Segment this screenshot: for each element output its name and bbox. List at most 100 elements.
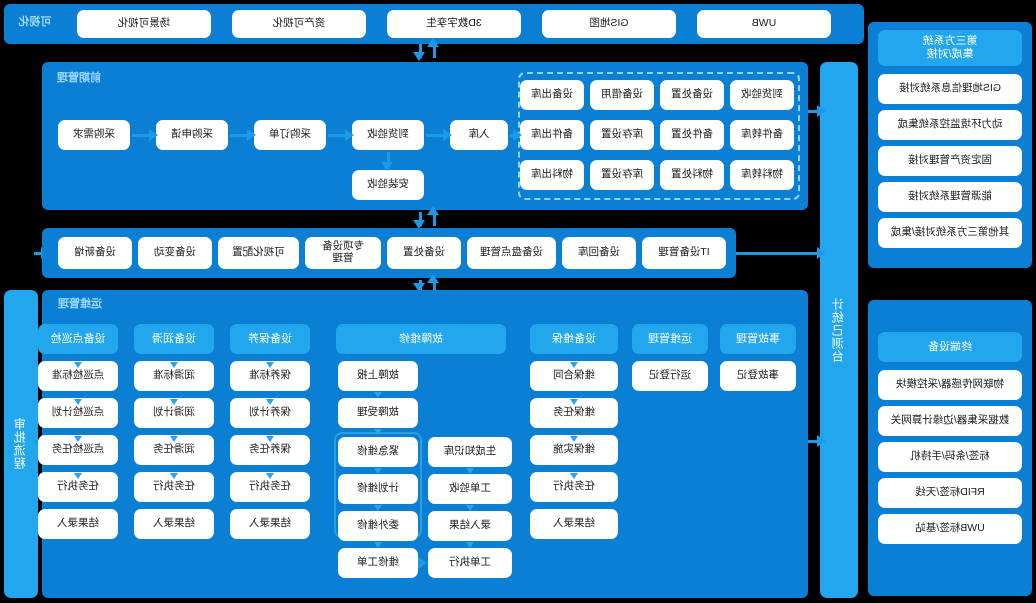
procurement-label: 前期管理: [57, 72, 101, 84]
device-item-5[interactable]: 设备盘点管理: [467, 237, 556, 269]
terminal-item-1[interactable]: 数据采集器/边缘计算网关: [878, 406, 1022, 436]
device-item-1[interactable]: 设备变动: [138, 237, 212, 269]
connector-inspection-1: [74, 362, 82, 368]
visualization-item-3[interactable]: GIS地图: [542, 10, 676, 38]
procurement-flow-0[interactable]: 采购需求: [58, 120, 130, 150]
ops-upkeep-item-4[interactable]: 结果录入: [230, 509, 310, 539]
ops-maintenance-item-4[interactable]: 结果录入: [530, 509, 618, 539]
ops-column-lubrication: 设备润滑 润滑标准 润滑计划 润滑任务 任务执行 结果录入: [134, 324, 214, 539]
terminal-item-2[interactable]: 标签/条码/手持机: [878, 442, 1022, 472]
flow-head-3: [345, 129, 354, 141]
ops-fault-left-1[interactable]: 工单验收: [428, 474, 512, 504]
device-item-4[interactable]: 设备处置: [387, 237, 461, 269]
connector-maintenance-1: [570, 362, 578, 368]
flow-head-5: [513, 129, 522, 141]
connector-upkeep-4: [266, 473, 274, 479]
terminal-item-3[interactable]: RFID标签/天线: [878, 478, 1022, 508]
third-party-item-0[interactable]: GIS地理信息系统对接: [878, 74, 1022, 104]
ops-group-fault: 故障维修: [336, 324, 506, 354]
inventory-cell-0-1[interactable]: 设备处置: [660, 80, 724, 110]
procurement-flow-1[interactable]: 采购申请: [156, 120, 228, 150]
third-party-item-1[interactable]: 动力环境监控系统集成: [878, 110, 1022, 140]
visualization-label: 可视化: [18, 16, 52, 28]
inventory-cell-2-3[interactable]: 物料出库: [520, 160, 584, 190]
terminal-item-4[interactable]: UWB标签/基站: [878, 514, 1022, 544]
terminal-header: 终端设备: [878, 332, 1022, 362]
connector-upkeep-1: [266, 362, 274, 368]
ops-fault-left-2[interactable]: 录入结果: [428, 511, 512, 541]
inventory-cell-0-3[interactable]: 设备出库: [520, 80, 584, 110]
inventory-cell-1-2[interactable]: 库存设置: [590, 120, 654, 150]
visualization-item-0[interactable]: 场景可视化: [77, 10, 211, 38]
ops-inspection-item-4[interactable]: 结果录入: [38, 509, 118, 539]
connector-lubrication-4: [170, 473, 178, 479]
device-item-2[interactable]: 可视化配置: [218, 237, 299, 269]
procurement-flow-2[interactable]: 采购订单: [254, 120, 326, 150]
inventory-cell-1-3[interactable]: 备件出库: [520, 120, 584, 150]
device-item-6[interactable]: 设备回库: [562, 237, 636, 269]
flow-head-2: [247, 129, 256, 141]
connector-fault-4: [374, 505, 382, 511]
arrow-line-devbar: [734, 252, 820, 255]
terminal-item-0[interactable]: 物联网传感器/采控模块: [878, 370, 1022, 400]
connector-inspection-3: [74, 436, 82, 442]
device-item-3[interactable]: 专项设备管理: [305, 237, 381, 269]
ops-fault-right-4[interactable]: 委外维修: [338, 511, 418, 541]
third-party-item-2[interactable]: 固定资产管理对接: [878, 146, 1022, 176]
connector-fault-left-1: [466, 468, 474, 474]
ops-lubrication-item-4[interactable]: 结果录入: [134, 509, 214, 539]
ops-column-upkeep: 设备保养 保养标准 保养计划 保养任务 任务执行 结果录入: [230, 324, 310, 539]
connector-inspection-4: [74, 473, 82, 479]
inventory-cell-1-1[interactable]: 备件处置: [660, 120, 724, 150]
inventory-cell-2-2[interactable]: 库存设置: [590, 160, 654, 190]
ops-fault-right-1[interactable]: 故障受理: [338, 398, 418, 428]
procurement-flow-3[interactable]: 到货验收: [352, 120, 424, 150]
third-party-header: 第三方系统 集成/对接: [878, 30, 1022, 66]
procurement-flow-4[interactable]: 入库: [450, 120, 508, 150]
arrow-head-up: [427, 38, 439, 47]
procurement-branch[interactable]: 安装验收: [352, 170, 424, 200]
third-party-item-4[interactable]: 其他第三方系统对接/集成: [878, 218, 1022, 248]
visualization-item-2[interactable]: 3D数字孪生: [387, 10, 521, 38]
ops-fault-left-3[interactable]: 工单执行: [428, 548, 512, 578]
ops-fault-right-5[interactable]: 维修工单: [338, 548, 418, 578]
ops-group-maintenance: 设备维保 维保合同 维保任务 维保实施 任务执行 结果录入: [530, 324, 618, 539]
connector-fault-left-3: [466, 542, 474, 548]
visualization-item-1[interactable]: 资产可视化: [232, 10, 366, 38]
arrow-head-ops: [817, 435, 826, 447]
connector-lubrication-1: [170, 362, 178, 368]
connector-fault-2: [374, 429, 382, 435]
device-item-7[interactable]: IT设备管理: [642, 237, 726, 269]
ops-fault-left-0[interactable]: 生成知识库: [428, 437, 512, 467]
ops-fault-right-2[interactable]: 紧急维修: [338, 437, 418, 467]
approval-vertical-label: 审批流程: [13, 418, 28, 470]
ops-runtime-item-0[interactable]: 运行登记: [632, 361, 708, 391]
third-party-header-line1: 第三方系统: [922, 35, 978, 48]
ops-fault-right-3[interactable]: 计划维修: [338, 474, 418, 504]
connector-maintenance-4: [570, 473, 578, 479]
inventory-cell-1-0[interactable]: 备件转库: [730, 120, 794, 150]
platform-vertical-label: 计统己测台: [831, 297, 846, 363]
arrow-head-up-2: [427, 206, 439, 215]
ops-column-lubrication-header: 设备润滑: [134, 324, 214, 354]
inventory-cell-0-0[interactable]: 到货验收: [730, 80, 794, 110]
arrow-head-up-3: [427, 274, 439, 283]
ops-column-inspection: 设备点巡检 点巡检标准 点巡检计划 点巡检任务 任务执行 结果录入: [38, 324, 118, 539]
connector-lubrication-2: [170, 399, 178, 405]
inventory-cell-2-0[interactable]: 物料转库: [730, 160, 794, 190]
inventory-cell-2-1[interactable]: 物料处置: [660, 160, 724, 190]
procurement-panel: 前期管理 到货验收 设备处置 设备借用 设备出库 备件转库 备件处置 库存设置 …: [42, 62, 808, 210]
terminal-devices-panel: 终端设备 物联网传感器/采控模块 数据采集器/边缘计算网关 标签/条码/手持机 …: [868, 300, 1032, 596]
inventory-cell-0-2[interactable]: 设备借用: [590, 80, 654, 110]
connector-fault-1: [374, 392, 382, 398]
third-party-panel: 第三方系统 集成/对接 GIS地理信息系统对接 动力环境监控系统集成 固定资产管…: [868, 22, 1032, 268]
arrow-head-down: [413, 52, 425, 61]
ops-fault-right-0[interactable]: 故障上报: [338, 361, 418, 391]
ops-accident-item-0[interactable]: 事故登记: [720, 361, 796, 391]
visualization-item-4[interactable]: UWB: [697, 10, 831, 38]
third-party-item-3[interactable]: 能源管理系统对接: [878, 182, 1022, 212]
device-item-0[interactable]: 设备新增: [58, 237, 132, 269]
connector-inspection-2: [74, 399, 82, 405]
flow-head-4: [443, 129, 452, 141]
